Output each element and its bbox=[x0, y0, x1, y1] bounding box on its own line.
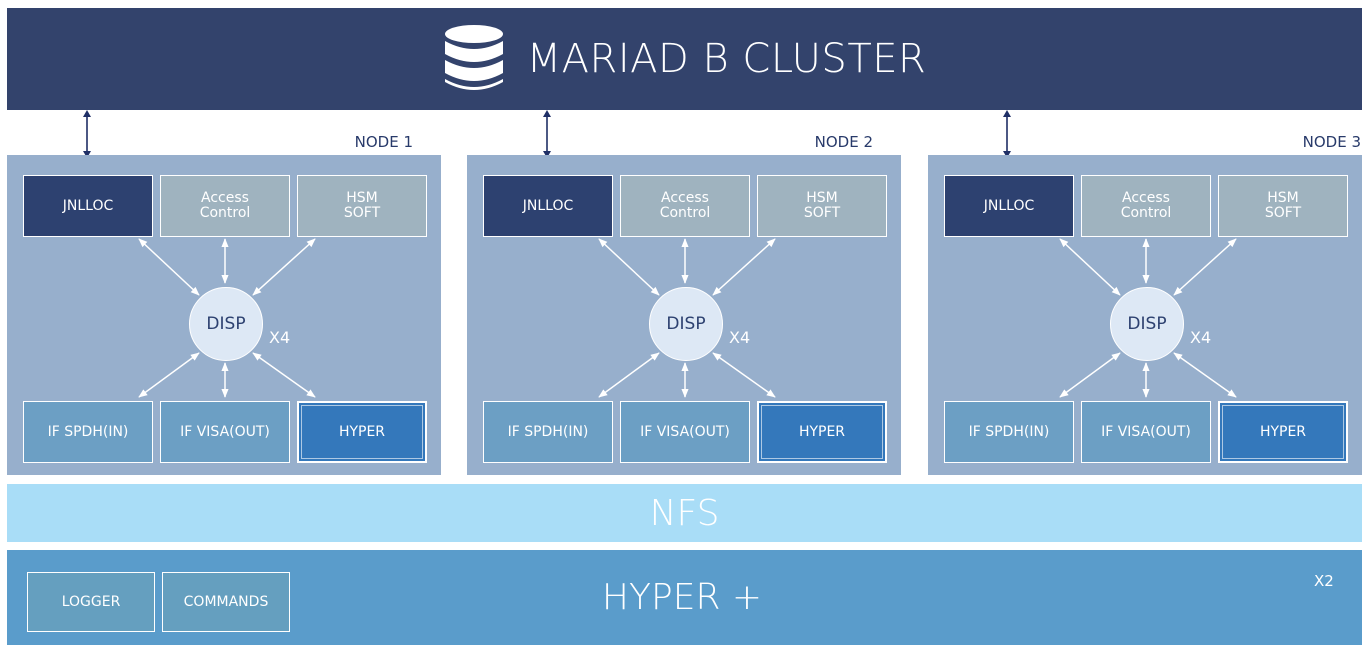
node-2-label: NODE 2 bbox=[814, 133, 873, 151]
jnlloc-box: JNLLOC bbox=[23, 175, 153, 237]
disp-circle: DISP bbox=[1110, 287, 1184, 361]
cluster-title: MARIAD B CLUSTER bbox=[526, 36, 927, 82]
node-2-links bbox=[598, 238, 776, 398]
access-control-line-1: Access bbox=[1122, 190, 1170, 207]
access-control-line-1: Access bbox=[661, 190, 709, 207]
hsm-soft-line-1: HSM bbox=[806, 190, 838, 207]
if-visa-box: IF VISA(OUT) bbox=[160, 401, 290, 463]
nfs-label: NFS bbox=[649, 492, 720, 534]
hyper-plus-band: LOGGER COMMANDS HYPER + X2 bbox=[7, 550, 1362, 645]
disp-multiplier: X4 bbox=[729, 328, 751, 347]
hsm-soft-line-2: SOFT bbox=[803, 205, 841, 221]
disp-circle: DISP bbox=[649, 287, 723, 361]
jnlloc-box: JNLLOC bbox=[483, 175, 613, 237]
hsm-soft-line-2: SOFT bbox=[1264, 205, 1302, 221]
logger-box: LOGGER bbox=[27, 572, 155, 632]
hyper-box: HYPER bbox=[1218, 401, 1348, 463]
hyper-box: HYPER bbox=[757, 401, 887, 463]
commands-box: COMMANDS bbox=[162, 572, 290, 632]
access-control-line-2: Control bbox=[199, 205, 251, 221]
if-visa-box: IF VISA(OUT) bbox=[620, 401, 750, 463]
cluster-link-node-3 bbox=[1003, 110, 1011, 158]
cluster-link-node-2 bbox=[543, 110, 551, 158]
if-spdh-box: IF SPDH(IN) bbox=[483, 401, 613, 463]
disp-circle: DISP bbox=[189, 287, 263, 361]
nfs-band: NFS bbox=[7, 484, 1362, 542]
hyper-plus-title: HYPER + bbox=[601, 577, 763, 618]
node-1-links bbox=[138, 238, 316, 398]
node-1-label: NODE 1 bbox=[354, 133, 413, 151]
cluster-banner: MARIAD B CLUSTER bbox=[7, 8, 1362, 110]
access-control-line-2: Control bbox=[659, 205, 711, 221]
hsm-soft-line-1: HSM bbox=[1267, 190, 1299, 207]
node-3-label: NODE 3 bbox=[1302, 133, 1361, 151]
hyper-box: HYPER bbox=[297, 401, 427, 463]
if-spdh-box: IF SPDH(IN) bbox=[944, 401, 1074, 463]
if-visa-box: IF VISA(OUT) bbox=[1081, 401, 1211, 463]
hsm-soft-line-2: SOFT bbox=[343, 205, 381, 221]
database-icon bbox=[444, 25, 503, 90]
hsm-soft-line-1: HSM bbox=[346, 190, 378, 207]
jnlloc-box: JNLLOC bbox=[944, 175, 1074, 237]
access-control-line-1: Access bbox=[201, 190, 249, 207]
if-spdh-box: IF SPDH(IN) bbox=[23, 401, 153, 463]
cluster-link-node-1 bbox=[83, 110, 91, 158]
node-3-links bbox=[1059, 238, 1237, 398]
hyper-plus-multiplier: X2 bbox=[1314, 572, 1334, 590]
disp-multiplier: X4 bbox=[1190, 328, 1212, 347]
access-control-line-2: Control bbox=[1120, 205, 1172, 221]
disp-multiplier: X4 bbox=[269, 328, 291, 347]
